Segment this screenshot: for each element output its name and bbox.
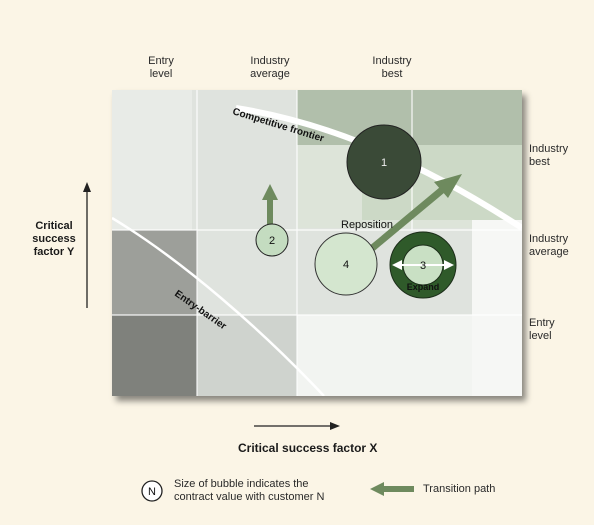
row-label-best-line1: Industry xyxy=(529,143,569,155)
row-label-best-line2: best xyxy=(529,156,550,168)
transition-arrow-reposition xyxy=(367,174,462,253)
column-label-entry-level: Entry level xyxy=(116,55,206,81)
bubble-4-label: 4 xyxy=(343,259,349,271)
column-label-best-line2: best xyxy=(381,68,403,80)
bubble-4: 4 xyxy=(314,232,378,296)
column-label-industry-best: Industry best xyxy=(347,55,437,81)
legend-bubble-text-line2: contract value with customer N xyxy=(174,491,325,503)
bubble-1-label: 1 xyxy=(381,157,387,169)
legend-transition-arrow-icon xyxy=(370,482,414,496)
matrix-graphic: Competitive frontier Entry-barrier 1 2 4… xyxy=(112,90,522,396)
legend-bubble-icon: N xyxy=(141,480,163,502)
legend-transition-text: Transition path xyxy=(423,483,496,495)
column-label-average-line2: average xyxy=(250,68,290,80)
reposition-label: Reposition xyxy=(341,219,393,231)
row-label-entry-level: Entry level xyxy=(529,317,589,343)
bubble-2-label: 2 xyxy=(269,235,275,247)
gridlines xyxy=(112,90,522,396)
row-label-industry-average: Industry average xyxy=(529,233,589,259)
y-axis-arrow xyxy=(83,182,91,308)
transition-arrow-up xyxy=(262,184,278,230)
column-label-entry-line2: level xyxy=(149,68,173,80)
column-label-entry-line1: Entry xyxy=(148,55,174,67)
column-label-industry-average: Industry average xyxy=(225,55,315,81)
x-axis-arrow xyxy=(254,422,340,430)
row-label-average-line1: Industry xyxy=(529,233,569,245)
y-axis-title: Critical success factor Y xyxy=(24,220,84,259)
row-label-entry-line2: level xyxy=(529,330,552,342)
bubble-3: 3 Expand xyxy=(389,231,457,299)
legend-bubble-text: Size of bubble indicates the contract va… xyxy=(174,478,324,504)
bubble-3-label: 3 xyxy=(420,260,426,272)
bubble-2: 2 xyxy=(255,223,289,257)
bubble-1-circle xyxy=(346,124,422,200)
y-axis-title-line1: Critical xyxy=(35,220,73,232)
y-axis-title-line2: success xyxy=(32,233,76,245)
positioning-matrix: Competitive frontier Entry-barrier 1 2 4… xyxy=(112,90,522,396)
column-label-average-line1: Industry xyxy=(250,55,290,67)
bubble-4-circle xyxy=(314,232,378,296)
legend-bubble-text-line1: Size of bubble indicates the xyxy=(174,478,309,490)
expand-label: Expand xyxy=(407,282,440,292)
row-label-industry-best: Industry best xyxy=(529,143,589,169)
row-label-entry-line1: Entry xyxy=(529,317,555,329)
y-axis-title-line3: factor Y xyxy=(33,246,75,258)
expand-arrow-left-head xyxy=(392,260,402,270)
bubble-1: 1 xyxy=(346,124,422,200)
column-label-best-line1: Industry xyxy=(372,55,412,67)
row-label-average-line2: average xyxy=(529,246,569,258)
entry-barrier-curve xyxy=(112,216,325,396)
legend-bubble-symbol: N xyxy=(148,486,156,498)
bubble-2-circle xyxy=(255,223,289,257)
x-axis-title: Critical success factor X xyxy=(238,441,378,455)
expand-arrow-right-head xyxy=(444,260,454,270)
